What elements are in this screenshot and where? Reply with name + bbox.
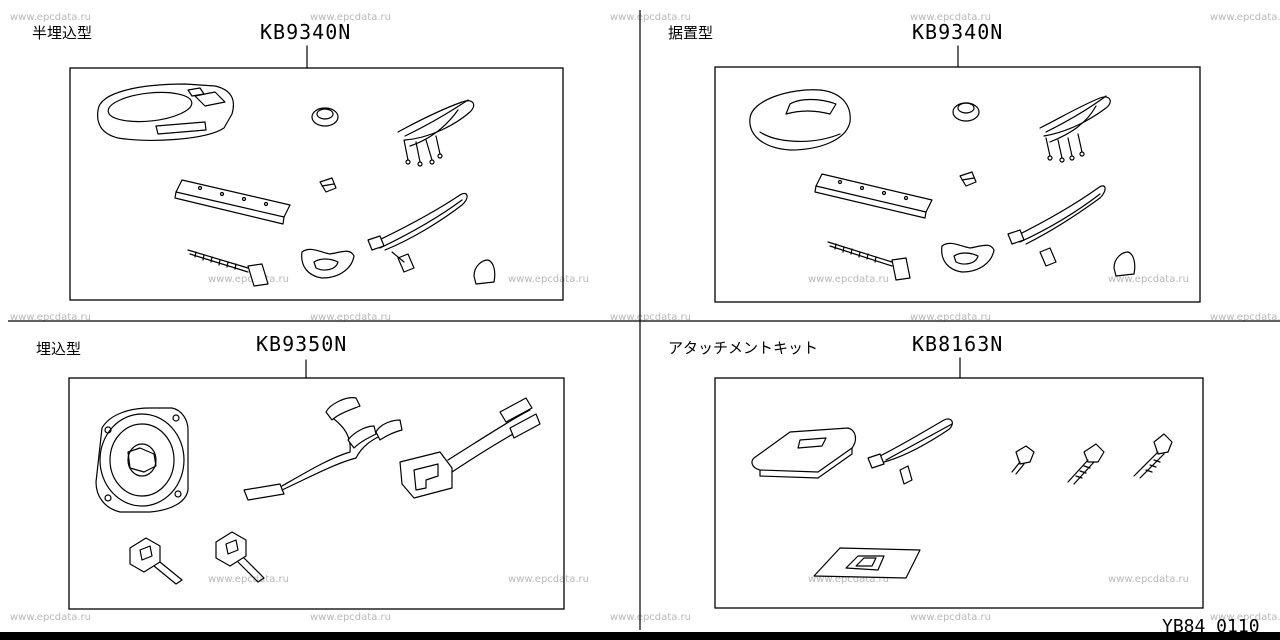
clip-part: [319, 177, 337, 193]
bottom-bar: [0, 632, 1280, 640]
attachment-panel-part: [751, 427, 857, 479]
watermark-layer: www.epcdata.ru www.epcdata.ru www.epcdata.…: [10, 12, 1280, 623]
watermark-text: www.epcdata.ru: [1210, 612, 1280, 623]
watermark-text: www.epcdata.ru: [610, 12, 691, 23]
tapping-screw-part: [1067, 443, 1105, 485]
speaker-lead-part: [367, 192, 468, 273]
watermark-text: www.epcdata.ru: [610, 312, 691, 323]
panel-semi-flush-type: 半埋込型 KB9340N: [32, 20, 564, 301]
wire-harness-part: [397, 99, 475, 167]
watermark-text: www.epcdata.ru: [310, 612, 391, 623]
watermark-text: www.epcdata.ru: [910, 612, 991, 623]
watermark-text: www.epcdata.ru: [1108, 274, 1189, 285]
wire-harness-part: [1039, 95, 1111, 163]
kit-code: KB8163N: [912, 332, 1003, 356]
watermark-text: www.epcdata.ru: [508, 274, 589, 285]
watermark-text: www.epcdata.ru: [1210, 12, 1280, 23]
bracket-rail-part: [174, 179, 291, 225]
diagram-reference-code: YB84 0110: [1162, 616, 1260, 637]
foam-pad-part: [813, 547, 921, 579]
panel-flush-mount-type: 埋込型 KB9350N: [36, 332, 565, 610]
tapping-screw-part: [1133, 433, 1173, 479]
connector-lead-part: [399, 397, 541, 499]
parts-frame: [69, 67, 564, 301]
clip-part: [959, 171, 977, 187]
panel-label: アタッチメントキット: [668, 339, 818, 357]
watermark-text: www.epcdata.ru: [310, 312, 391, 323]
parts-frame: [714, 66, 1201, 303]
watermark-text: www.epcdata.ru: [10, 612, 91, 623]
watermark-text: www.epcdata.ru: [910, 312, 991, 323]
tapping-screw-part: [129, 537, 183, 585]
kit-code: KB9340N: [260, 20, 351, 44]
watermark-text: www.epcdata.ru: [808, 274, 889, 285]
watermark-text: www.epcdata.ru: [208, 274, 289, 285]
bracket-clip-part: [301, 248, 355, 279]
watermark-text: www.epcdata.ru: [10, 312, 91, 323]
watermark-text: www.epcdata.ru: [910, 12, 991, 23]
screw-part: [827, 241, 911, 281]
speaker-cover-part: [97, 83, 235, 141]
grommet-part: [952, 102, 980, 122]
watermark-text: www.epcdata.ru: [310, 12, 391, 23]
y-harness-part: [243, 397, 403, 501]
speaker-unit-part: [95, 407, 189, 513]
watermark-text: www.epcdata.ru: [10, 12, 91, 23]
parts-frame: [714, 377, 1204, 609]
watermark-text: www.epcdata.ru: [808, 574, 889, 585]
kit-code: KB9340N: [912, 20, 1003, 44]
cap-part: [473, 259, 496, 285]
grommet-part: [311, 107, 339, 127]
speaker-box-part: [749, 89, 851, 151]
screw-part: [187, 249, 269, 287]
wire-harness-part: [867, 418, 953, 485]
watermark-text: www.epcdata.ru: [508, 574, 589, 585]
kit-code: KB9350N: [256, 332, 347, 356]
tapping-screw-part: [215, 531, 265, 583]
parts-frame: [68, 377, 565, 610]
panel-attachment-kit: アタッチメントキット KB8163N: [668, 332, 1204, 609]
panel-label: 半埋込型: [32, 24, 92, 42]
bracket-rail-part: [814, 173, 933, 219]
watermark-text: www.epcdata.ru: [610, 612, 691, 623]
watermark-text: www.epcdata.ru: [1108, 574, 1189, 585]
speaker-lead-part: [1007, 185, 1106, 267]
watermark-text: www.epcdata.ru: [208, 574, 289, 585]
panel-surface-mount-type: 据置型 KB9340N: [668, 20, 1201, 303]
panel-label: 据置型: [668, 24, 713, 42]
watermark-text: www.epcdata.ru: [1210, 312, 1280, 323]
bracket-clip-part: [941, 242, 995, 273]
cap-part: [1113, 251, 1136, 277]
panel-label: 埋込型: [36, 340, 81, 358]
small-screw-part: [1011, 445, 1035, 475]
